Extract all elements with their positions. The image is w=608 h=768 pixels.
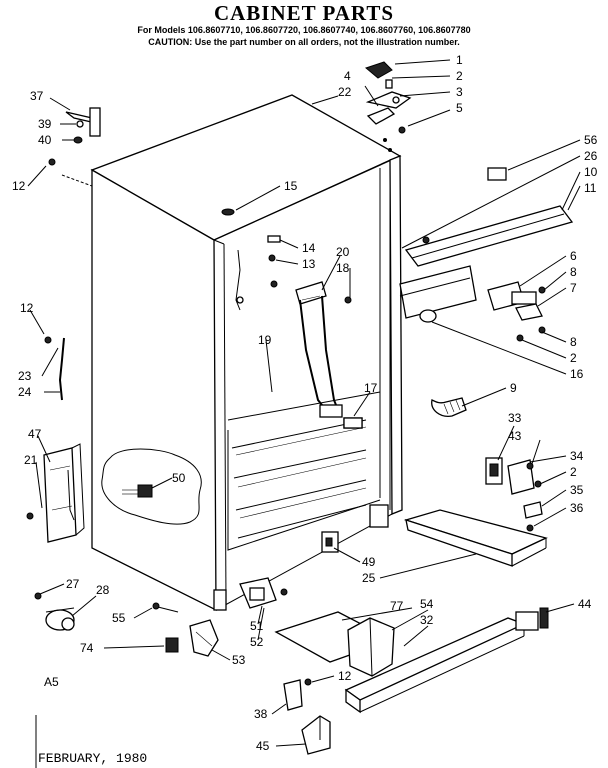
callout-26: 26 xyxy=(584,149,598,163)
lower-hinge-bracket xyxy=(239,577,288,609)
left-hinge-pin-group xyxy=(48,107,101,166)
callout-labels: 1 2 3 4 22 5 37 39 40 12 15 56 26 10 11 … xyxy=(12,53,598,753)
side-rail xyxy=(268,254,477,323)
bracket-38 xyxy=(283,678,312,711)
callout-45: 45 xyxy=(256,739,270,753)
callout-15: 15 xyxy=(284,179,298,193)
drip-tray xyxy=(403,509,548,567)
callout-36: 36 xyxy=(570,501,584,515)
caution-line: CAUTION: Use the part number on all orde… xyxy=(148,37,460,47)
callout-13: 13 xyxy=(302,257,316,271)
callout-56: 56 xyxy=(584,133,598,147)
callout-19: 19 xyxy=(258,333,272,347)
callout-27: 27 xyxy=(66,577,80,591)
callout-35: 35 xyxy=(570,483,584,497)
callout-53: 53 xyxy=(232,653,246,667)
callout-44: 44 xyxy=(578,597,592,611)
wire-harness xyxy=(431,397,467,417)
callout-77: 77 xyxy=(390,599,404,613)
callout-23: 23 xyxy=(18,369,32,383)
callout-17: 17 xyxy=(364,381,378,395)
callout-1: 1 xyxy=(456,53,463,67)
callout-21: 21 xyxy=(24,453,38,467)
callout-52: 52 xyxy=(250,635,264,649)
leader-lines xyxy=(27,59,581,747)
callout-10: 10 xyxy=(584,165,598,179)
cabinet-shell xyxy=(90,94,403,612)
callout-16: 16 xyxy=(570,367,584,381)
top-hinge-group xyxy=(364,61,412,134)
models-line: For Models 106.8607710, 106.8607720, 106… xyxy=(137,25,470,35)
callout-5: 5 xyxy=(456,101,463,115)
callout-4: 4 xyxy=(344,69,351,83)
callout-50: 50 xyxy=(172,471,186,485)
callout-43: 43 xyxy=(508,429,522,443)
callout-38: 38 xyxy=(254,707,268,721)
callout-9: 9 xyxy=(510,381,517,395)
callout-34: 34 xyxy=(570,449,584,463)
kickplate-rail xyxy=(344,607,549,714)
bracket-49 xyxy=(321,531,339,553)
callout-8-bottom: 8 xyxy=(570,335,577,349)
callout-2-right: 2 xyxy=(570,465,577,479)
callout-40: 40 xyxy=(38,133,52,147)
callout-14: 14 xyxy=(302,241,316,255)
side-hinge xyxy=(487,281,546,342)
lower-front-parts xyxy=(152,602,219,657)
roller-assembly xyxy=(34,592,75,631)
callout-54: 54 xyxy=(420,597,434,611)
callout-7: 7 xyxy=(570,281,577,295)
callout-74: 74 xyxy=(80,641,94,655)
callout-20: 20 xyxy=(336,245,350,259)
callout-47: 47 xyxy=(28,427,42,441)
rear-rail xyxy=(404,167,574,267)
callout-6: 6 xyxy=(570,249,577,263)
callout-3: 3 xyxy=(456,85,463,99)
compressor-cover xyxy=(347,617,395,677)
callout-37: 37 xyxy=(30,89,44,103)
footer-date: FEBRUARY, 1980 xyxy=(38,751,147,766)
callout-55: 55 xyxy=(112,611,126,625)
callout-2: 2 xyxy=(456,69,463,83)
callout-25: 25 xyxy=(362,571,376,585)
callout-49: 49 xyxy=(362,555,376,569)
callout-2-mid: 2 xyxy=(570,351,577,365)
callout-32: 32 xyxy=(420,613,434,627)
callout-11: 11 xyxy=(584,181,597,195)
callout-18: 18 xyxy=(336,261,350,275)
callout-24: 24 xyxy=(18,385,32,399)
callout-28: 28 xyxy=(96,583,110,597)
callout-12-top: 12 xyxy=(12,179,26,193)
callout-8-top: 8 xyxy=(570,265,577,279)
diagram-title: CABINET PARTS xyxy=(214,1,394,25)
left-trim xyxy=(44,336,65,401)
callout-12-bottom: 12 xyxy=(338,669,352,683)
bracket-17 xyxy=(343,417,363,429)
diagram-code: A5 xyxy=(44,675,59,689)
callout-51: 51 xyxy=(250,619,264,633)
callout-39: 39 xyxy=(38,117,52,131)
right-hinge-group xyxy=(485,457,543,532)
callout-12-mid: 12 xyxy=(20,301,34,315)
callout-33: 33 xyxy=(508,411,522,425)
bracket-45 xyxy=(301,715,331,755)
callout-22: 22 xyxy=(338,85,352,99)
left-lower-bracket xyxy=(26,443,85,543)
